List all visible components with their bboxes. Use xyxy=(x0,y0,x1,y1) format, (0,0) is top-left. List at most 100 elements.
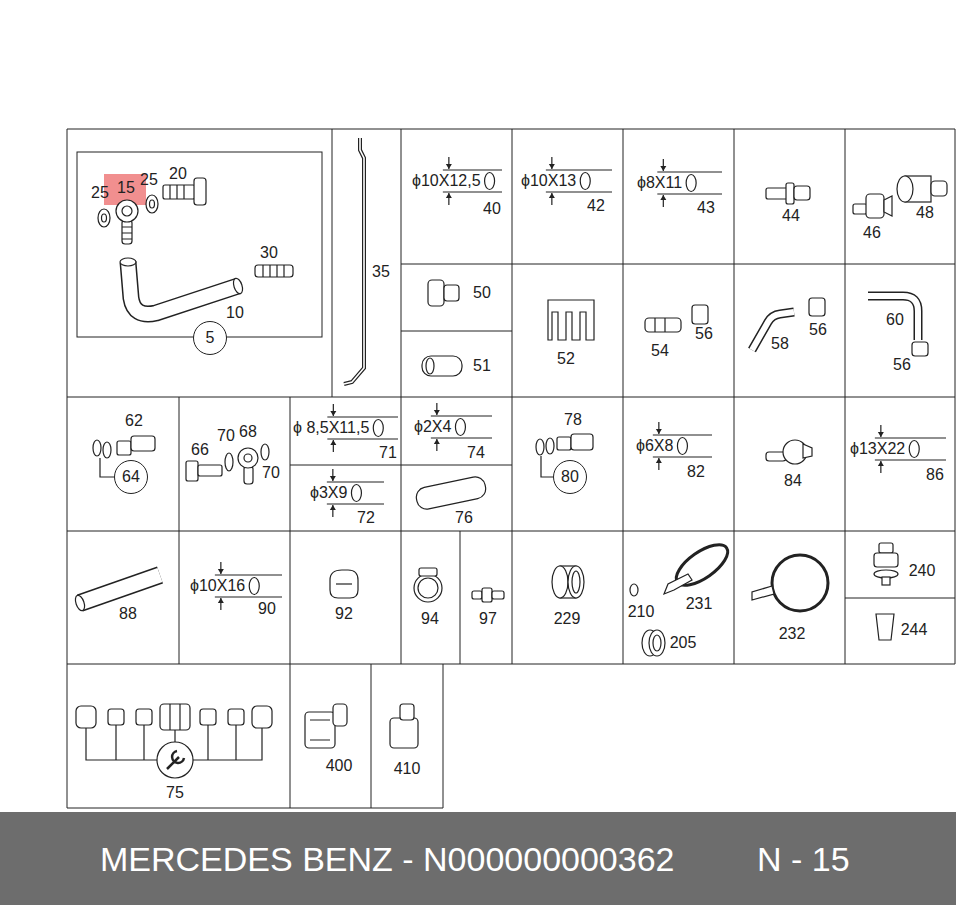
part-drawing xyxy=(931,181,947,196)
callout-number: 240 xyxy=(909,563,936,579)
part-drawing xyxy=(122,220,132,244)
part-drawing xyxy=(76,706,96,728)
part-drawing xyxy=(664,574,692,594)
callout-number: 60 xyxy=(886,312,904,328)
part-drawing xyxy=(344,138,364,384)
part-drawing xyxy=(244,466,253,484)
callout-number: 70 xyxy=(262,465,280,481)
part-drawing xyxy=(305,712,335,748)
callout-number: 400 xyxy=(326,758,353,774)
part-drawing xyxy=(344,138,364,384)
dimension-label: ϕ3X9 xyxy=(310,485,347,501)
dimension-label: ϕ10X16 xyxy=(190,578,245,594)
part-drawing xyxy=(157,742,193,778)
callout-number: 84 xyxy=(784,473,802,489)
callout-number: 56 xyxy=(893,357,911,373)
callout-number: 76 xyxy=(455,510,473,526)
callout-number: 71 xyxy=(379,445,397,461)
dimension-mark xyxy=(455,419,465,436)
callout-number: 97 xyxy=(479,611,497,627)
grid-line xyxy=(67,129,955,808)
grid-line xyxy=(67,129,955,808)
part-drawing xyxy=(794,186,810,200)
part-drawing xyxy=(879,543,893,553)
callout-number: 94 xyxy=(421,611,439,627)
reference-circle: 64 xyxy=(114,460,148,494)
callout-number: 410 xyxy=(394,761,421,777)
part-drawing xyxy=(122,227,132,239)
part-drawing xyxy=(122,206,132,216)
part-drawing xyxy=(80,575,160,603)
dimension-label: ϕ10X12,5 xyxy=(412,173,481,189)
part-drawing xyxy=(170,185,184,199)
callout-number: 58 xyxy=(771,336,789,352)
callout-number: 40 xyxy=(483,201,501,217)
circle-number: 5 xyxy=(206,330,215,346)
callout-number: 56 xyxy=(695,326,713,342)
part-drawing xyxy=(255,265,293,277)
part-drawing xyxy=(572,571,580,593)
part-drawing xyxy=(419,568,437,576)
callout-number: 52 xyxy=(557,351,575,367)
part-drawing xyxy=(150,200,155,208)
dimension-mark xyxy=(580,173,590,190)
callout-number: 48 xyxy=(916,205,934,221)
part-drawing xyxy=(98,209,110,227)
callout-number: 25 xyxy=(91,185,109,201)
part-drawing xyxy=(482,588,492,602)
part-drawing xyxy=(131,436,155,451)
part-drawing xyxy=(186,461,198,481)
part-drawing xyxy=(117,441,131,455)
part-drawing xyxy=(882,577,890,585)
dimension-mark xyxy=(485,173,495,190)
part-drawing xyxy=(868,296,918,340)
part-drawing xyxy=(655,318,665,332)
callout-number: 56 xyxy=(809,322,827,338)
part-drawing xyxy=(102,214,107,222)
part-drawing xyxy=(422,356,462,376)
part-drawing xyxy=(766,188,788,199)
part-drawing xyxy=(170,704,180,730)
callout-number: 25 xyxy=(140,172,158,188)
part-drawing xyxy=(541,456,553,477)
part-drawing xyxy=(418,578,438,598)
callout-number: 68 xyxy=(239,424,257,440)
part-drawing xyxy=(128,262,238,314)
part-drawing xyxy=(330,570,358,598)
part-drawing xyxy=(228,709,244,725)
part-drawing xyxy=(198,465,222,476)
part-drawing xyxy=(426,358,434,374)
part-drawing xyxy=(428,280,444,306)
part-drawing xyxy=(884,196,892,216)
part-drawing xyxy=(128,262,238,314)
callout-number: 205 xyxy=(670,635,697,651)
part-drawing xyxy=(772,555,828,611)
dimension-mark xyxy=(686,175,696,192)
dimension-label: ϕ10X13 xyxy=(521,173,576,189)
part-drawing xyxy=(194,178,206,205)
part-drawing xyxy=(897,176,913,202)
part-drawing xyxy=(649,630,665,656)
part-drawing xyxy=(74,594,87,612)
part-drawing xyxy=(414,574,442,602)
footer-text: N - 15 xyxy=(757,842,850,876)
callout-number: 88 xyxy=(119,606,137,622)
part-drawing xyxy=(261,444,269,460)
dimension-mark xyxy=(373,420,383,437)
part-drawing xyxy=(200,709,216,725)
part-drawing xyxy=(552,566,568,598)
dimension-label: ϕ6X8 xyxy=(636,438,673,454)
part-drawing xyxy=(786,183,794,204)
part-drawing xyxy=(120,258,136,266)
callout-number: 15 xyxy=(117,180,135,196)
part-drawing xyxy=(163,185,195,199)
callout-number: 78 xyxy=(564,412,582,428)
part-drawing xyxy=(336,583,352,584)
callout-number: 44 xyxy=(782,208,800,224)
callout-number: 62 xyxy=(125,413,143,429)
circle-number: 80 xyxy=(561,469,579,485)
callout-number: 232 xyxy=(779,626,806,642)
part-drawing xyxy=(103,442,111,458)
reference-circle: 5 xyxy=(193,321,227,355)
part-drawing xyxy=(80,575,160,603)
